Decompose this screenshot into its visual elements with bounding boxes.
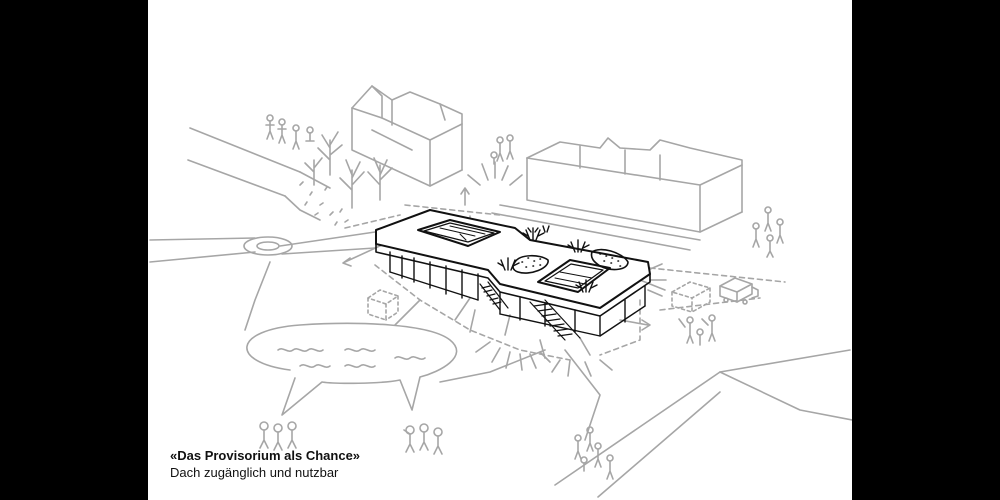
delivery-truck [719, 277, 759, 305]
grass-hatching [299, 181, 349, 226]
historic-building-left [351, 85, 463, 187]
roof-stairs [479, 281, 581, 341]
activity-arrows [342, 187, 666, 359]
trees [304, 131, 393, 209]
letterbox-left [0, 0, 148, 500]
people-bottom-right [574, 426, 614, 480]
people-groups [259, 114, 784, 480]
planter-dots [521, 253, 622, 268]
people-bottom-mid [403, 423, 443, 455]
ground-plate [389, 271, 646, 337]
letterbox-right [852, 0, 1000, 500]
people-bottom-left [259, 421, 297, 451]
roundabout [243, 236, 293, 256]
roof-opening-west [417, 219, 501, 247]
caption-title: «Das Provisorium als Chance» [170, 448, 361, 463]
speech-bubble [246, 322, 458, 416]
context-sketch [149, 85, 852, 498]
roof-planters [512, 248, 629, 274]
row-houses-right [526, 137, 743, 233]
roof-plants [497, 225, 598, 293]
street-lines [149, 127, 852, 498]
kiosk-cube [671, 281, 711, 313]
people-right [752, 206, 784, 258]
people-top-left [265, 114, 315, 150]
sunburst-rays [467, 161, 667, 377]
caption-subtitle: Dach zugänglich und nutzbar [170, 465, 339, 480]
pavilion-cube [367, 289, 399, 321]
people-top-center [490, 134, 514, 165]
people-kiosk [678, 314, 716, 346]
caption-block: «Das Provisorium als Chance» Dach zugäng… [170, 448, 360, 481]
provisorium-building [375, 209, 651, 341]
